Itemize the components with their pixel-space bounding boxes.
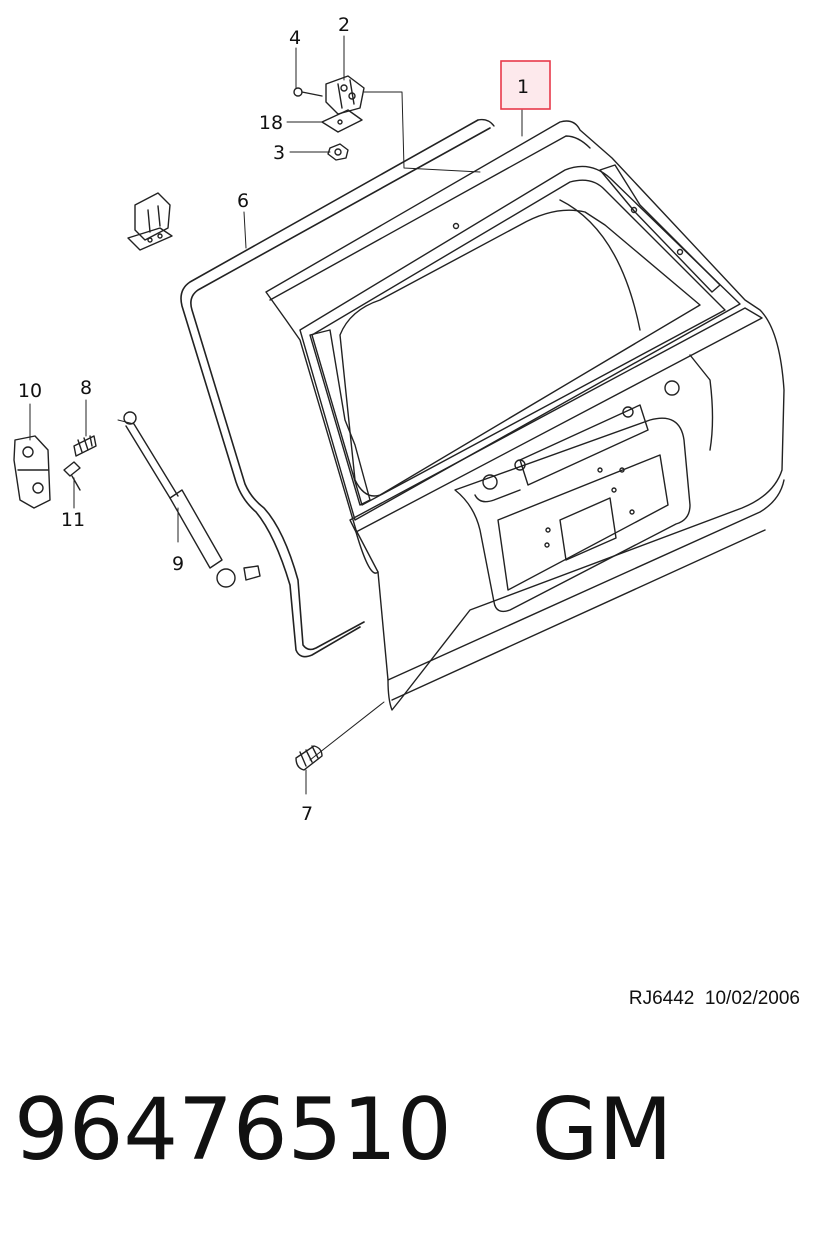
leader-lines bbox=[29, 35, 523, 795]
spring-clip bbox=[73, 435, 97, 457]
callout-6[interactable]: 6 bbox=[237, 190, 249, 212]
bumper-stop bbox=[295, 745, 323, 771]
weatherstrip-seal bbox=[180, 118, 495, 658]
tailgate-panel bbox=[265, 120, 785, 711]
screw bbox=[63, 461, 81, 491]
bolt-top bbox=[293, 87, 323, 97]
nut bbox=[327, 143, 349, 161]
callout-1-highlight bbox=[500, 60, 551, 110]
callout-2[interactable]: 2 bbox=[338, 14, 350, 36]
hinge-top bbox=[325, 75, 365, 115]
callout-3[interactable]: 3 bbox=[273, 142, 285, 164]
callout-1[interactable]: 1 bbox=[517, 76, 529, 98]
callout-10[interactable]: 10 bbox=[18, 380, 42, 402]
callout-7[interactable]: 7 bbox=[301, 803, 313, 825]
callout-9[interactable]: 9 bbox=[172, 553, 184, 575]
part-number: 96476510 bbox=[14, 1080, 452, 1180]
hinge-spare bbox=[127, 192, 173, 251]
brand-name: GM bbox=[531, 1080, 673, 1180]
callout-11[interactable]: 11 bbox=[61, 509, 85, 531]
hinge-shim bbox=[321, 109, 363, 133]
callout-8[interactable]: 8 bbox=[80, 377, 92, 399]
part-number-line: 96476510 GM bbox=[14, 1080, 804, 1180]
gas-strut bbox=[123, 411, 261, 588]
hinge-lower bbox=[13, 435, 51, 509]
callout-4[interactable]: 4 bbox=[289, 27, 301, 49]
drawing-reference: RJ6442 10/02/2006 bbox=[628, 988, 800, 1009]
callout-18[interactable]: 18 bbox=[259, 112, 283, 134]
